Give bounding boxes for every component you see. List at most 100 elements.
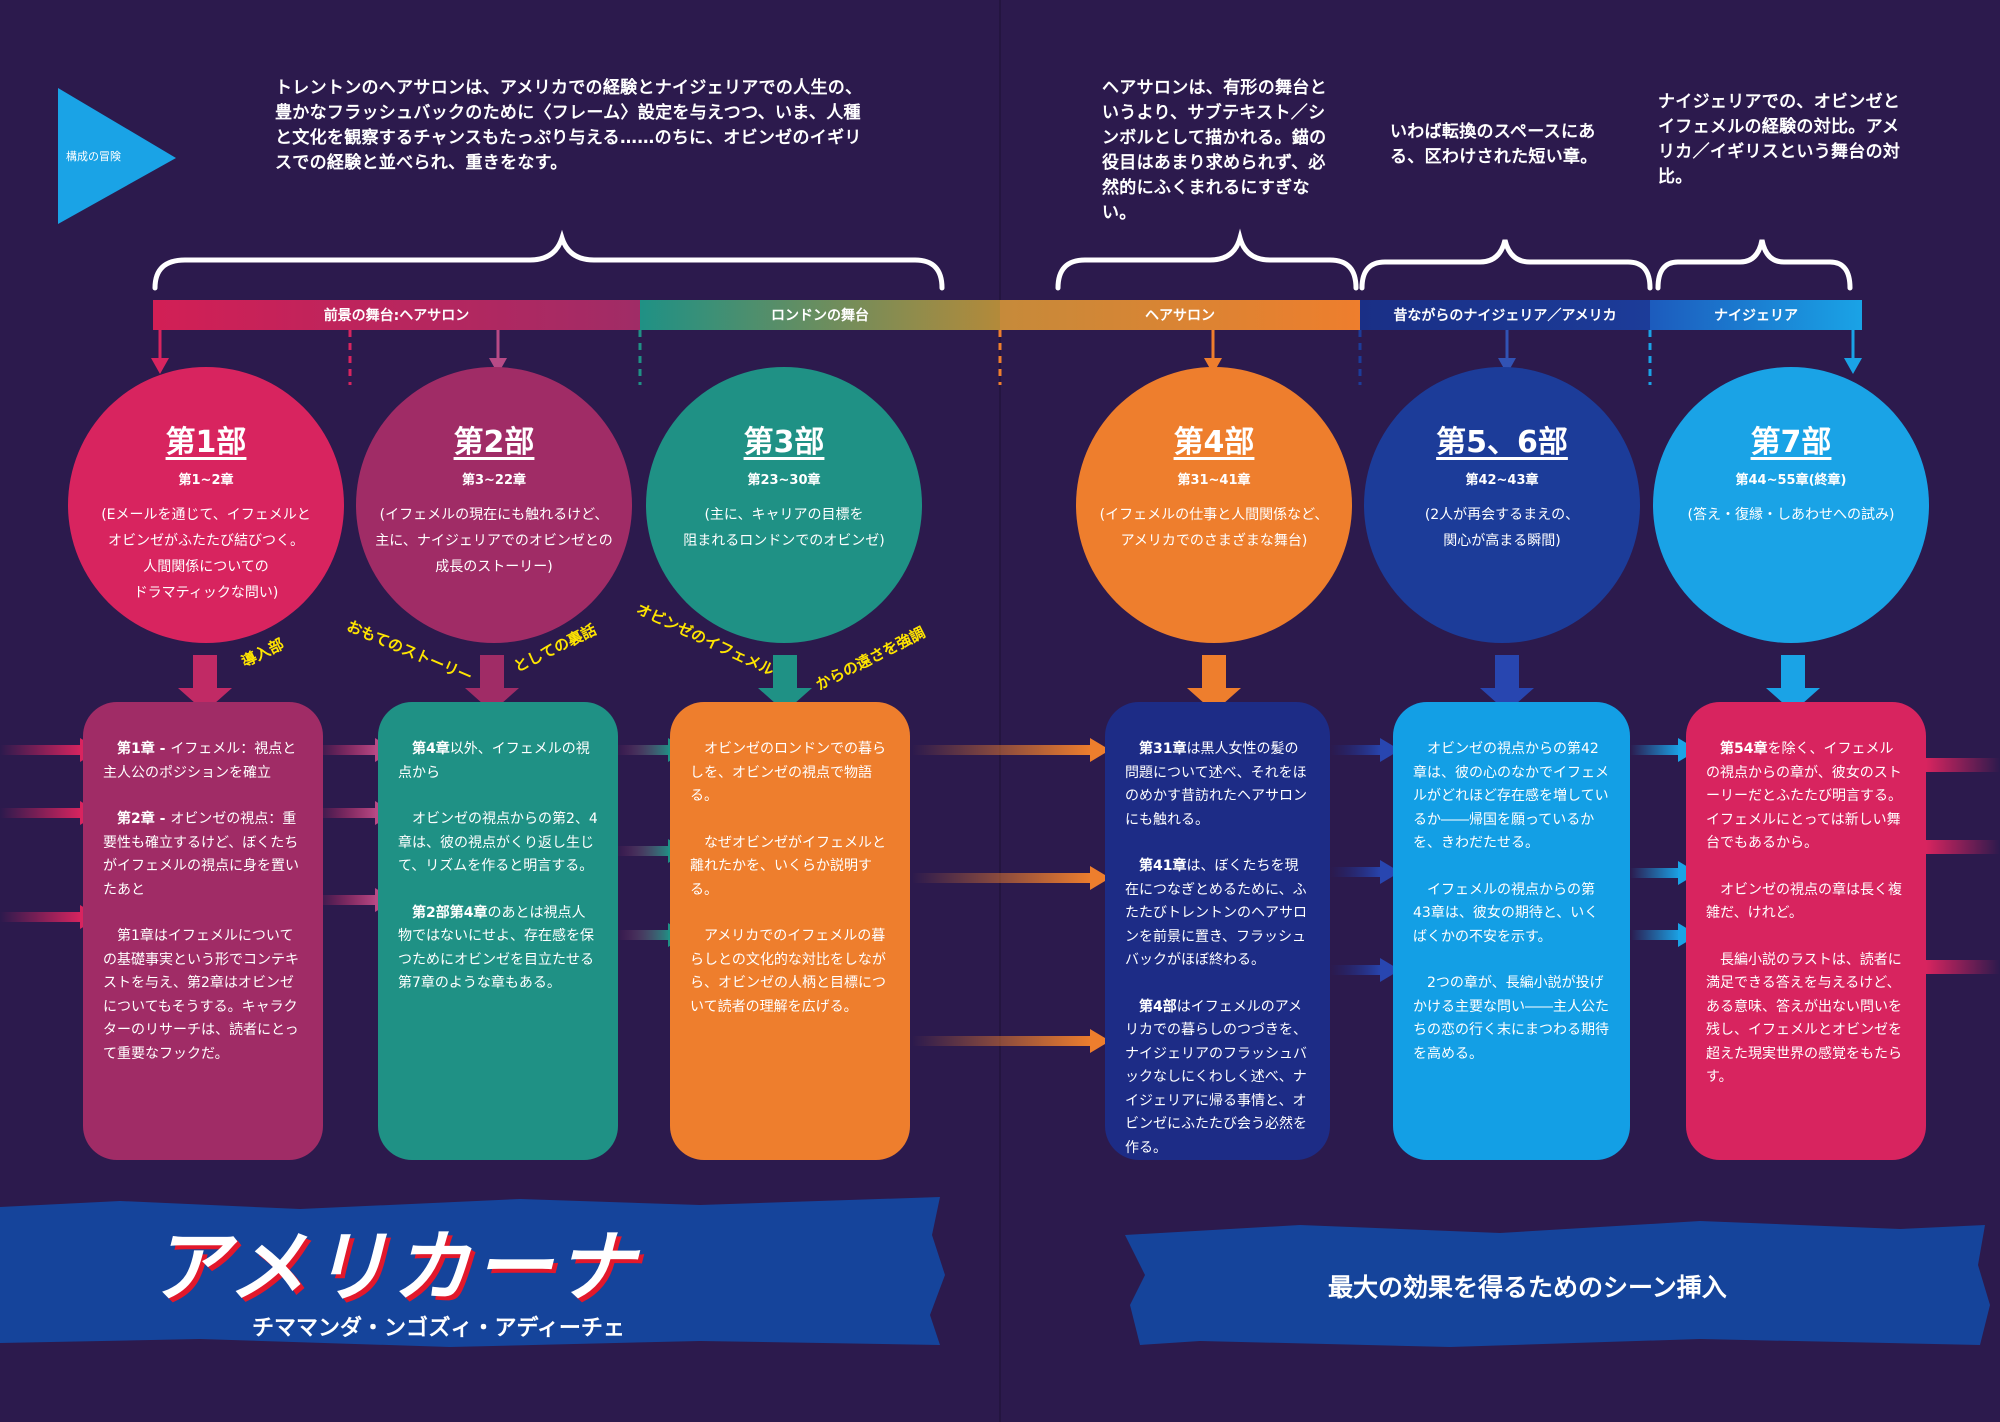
- part-title-2: 第2部: [453, 425, 535, 460]
- box-7-line-1: 第54章を除く、イフェメルの視点からの章が、彼女のストーリーだとふたたび明言する…: [1706, 738, 1906, 856]
- box-3-line-1-text: オビンゼのロンドンでの暮らしを、オビンゼの視点で物語る。: [690, 741, 886, 804]
- part-desc-4: (イフェメルの仕事と人間関係など、 アメリカでのさまざまな舞台): [1099, 507, 1329, 549]
- bar-segment-nigeria-america: 昔ながらのナイジェリア／アメリカ: [1360, 300, 1650, 330]
- bar-label-nigeria: ナイジェリア: [1714, 308, 1798, 324]
- box-3-line-1: オビンゼのロンドンでの暮らしを、オビンゼの視点で物語る。: [690, 738, 890, 809]
- part-desc-2: (イフェメルの現在にも触れるけど、 主に、ナイジェリアでのオビンゼとの 成長のス…: [375, 507, 613, 575]
- box-4-line-2: 第41章は、ぼくたちを現在につなぎとめるために、ふたたびトレントンのヘアサロンを…: [1125, 855, 1310, 973]
- box-7-line-1-text: を除く、イフェメルの視点からの章が、彼女のストーリーだとふたたび明言する。イフェ…: [1706, 741, 1902, 851]
- box-4-line-1-head: 第31章: [1139, 741, 1187, 757]
- box-4-line-3-text: はイフェメルのアメリカでの暮らしのつづきを、ナイジェリアのフラッシュバックなしに…: [1125, 998, 1307, 1156]
- intro-text-4: ナイジェリアでの、オビンゼとイフェメルの経験の対比。アメリカ／イギリスという舞台…: [1658, 92, 1901, 187]
- box-3-line-2-text: なぜオビンゼがイフェメルと離れたかを、いくらか説明する。: [690, 834, 886, 898]
- part-title-7: 第7部: [1750, 425, 1832, 460]
- detail-box-4: 第31章は黒人女性の髪の問題について述べ、それをほのめかす昔訪れたヘアサロンにも…: [1105, 702, 1330, 1160]
- box-2-line-1-head: 第4章: [412, 741, 450, 757]
- box-4-line-2-head: 第41章: [1139, 858, 1187, 874]
- part-title-3: 第3部: [743, 425, 825, 460]
- part-chapters-3: 第23~30章: [747, 473, 821, 488]
- box-2-line-2-text: オビンゼの視点からの第2、4章は、彼の視点がくり返し生じて、リズムを作ると明言す…: [398, 811, 598, 874]
- box-5-line-3: 2つの章が、長編小説が投げかける主要な問い――主人公たちの恋の行く末にまつわる期…: [1413, 972, 1610, 1066]
- bar-segment-london: ロンドンの舞台: [640, 300, 1000, 330]
- box-7-line-3-text: 長編小説のラストは、読者に満足できる答えを与えるけど、ある意味、答えが出ない問い…: [1706, 951, 1902, 1086]
- box-1-line-1: 第1章 - イフェメル：視点と主人公のポジションを確立: [103, 738, 303, 785]
- detail-box-3: オビンゼのロンドンでの暮らしを、オビンゼの視点で物語る。 なぜオビンゼがイフェメ…: [670, 702, 910, 1160]
- bar-segment-salon: 前景の舞台:ヘアサロン: [153, 300, 640, 330]
- part-circle-5-6: 第5、6部 第42~43章 (2人が再会するまえの、 関心が高まる瞬間): [1364, 367, 1640, 643]
- box-1-line-1-text: イフェメル：視点と主人公のポジションを確立: [103, 741, 297, 781]
- part-desc-5-6: (2人が再会するまえの、 関心が高まる瞬間): [1424, 507, 1580, 549]
- bar-connector-layer: [151, 330, 1862, 385]
- box-5-line-3-text: 2つの章が、長編小説が投げかける主要な問い――主人公たちの恋の行く末にまつわる期…: [1413, 975, 1609, 1062]
- book-author: チママンダ・ンゴズィ・アディーチェ: [252, 1316, 625, 1341]
- box-7-line-3: 長編小説のラストは、読者に満足できる答えを与えるけど、ある意味、答えが出ない問い…: [1706, 949, 1906, 1090]
- detail-box-1: 第1章 - イフェメル：視点と主人公のポジションを確立 第2章 - オビンゼの視…: [83, 702, 323, 1160]
- box-7-line-1-head: 第54章: [1720, 741, 1768, 757]
- footer-band-right: [1125, 1221, 1990, 1347]
- bar-label-nigeria-america: 昔ながらのナイジェリア／アメリカ: [1393, 308, 1617, 324]
- bar-segment-nigeria: ナイジェリア: [1650, 300, 1862, 330]
- detail-box-7: 第54章を除く、イフェメルの視点からの章が、彼女のストーリーだとふたたび明言する…: [1686, 702, 1926, 1160]
- box-1-line-2: 第2章 - オビンゼの視点：重要性も確立するけど、ぼくたちがイフェメルの視点に身…: [103, 808, 303, 902]
- box-1-line-2-text: オビンゼの視点：重要性も確立するけど、ぼくたちがイフェメルの視点に身を置いたあと: [103, 811, 299, 898]
- box-1-line-3: 第1章はイフェメルについての基礎事実という形でコンテキストを与え、第2章はオビン…: [103, 925, 303, 1066]
- part-chapters-4: 第31~41章: [1177, 473, 1251, 488]
- detail-box-2: 第4章以外、イフェメルの視点から オビンゼの視点からの第2、4章は、彼の視点がく…: [378, 702, 618, 1160]
- part-title-4: 第4部: [1173, 425, 1255, 460]
- box-3-line-3-text: アメリカでのイフェメルの暮らしとの文化的な対比をしながら、オビンゼの人柄と目標に…: [690, 928, 886, 1015]
- box-5-line-1-text: オビンゼの視点からの第42章は、彼の心のなかでイフェメルがどれほど存在感を増して…: [1413, 741, 1609, 851]
- brace-2: [1055, 228, 1359, 291]
- box-4-line-3-head: 第4部: [1139, 998, 1177, 1015]
- brace-1: [152, 229, 945, 291]
- box-3-line-3: アメリカでのイフェメルの暮らしとの文化的な対比をしながら、オビンゼの人柄と目標に…: [690, 925, 890, 1019]
- part-circle-1: 第1部 第1~2章 (Eメールを通じて、イフェメルと オビンゼがふたたび結びつく…: [68, 367, 344, 643]
- part-desc-7: (答え・復縁・しあわせへの試み): [1687, 507, 1895, 523]
- part-circle-7: 第7部 第44~55章(終章) (答え・復縁・しあわせへの試み): [1653, 367, 1929, 643]
- box-2-line-2: オビンゼの視点からの第2、4章は、彼の視点がくり返し生じて、リズムを作ると明言す…: [398, 808, 598, 879]
- box-2-line-1: 第4章以外、イフェメルの視点から: [398, 738, 598, 785]
- box-1-line-1-head: 第1章 -: [117, 741, 171, 757]
- bar-segment-salon-2: ヘアサロン: [1000, 300, 1360, 330]
- book-title-logo: アメリカーナ: [150, 1205, 710, 1317]
- part-desc-3: (主に、キャリアの目標を 阻まれるロンドンでのオビンゼ): [683, 507, 885, 549]
- box-5-line-2-text: イフェメルの視点からの第43章は、彼女の期待と、いくばくかの不安を示す。: [1413, 881, 1599, 945]
- box-7-line-2: オビンゼの視点の章は長く複雑だ、けれど。: [1706, 879, 1906, 926]
- section-subtitle: 最大の効果を得るためのシーン挿入: [1328, 1273, 1727, 1302]
- intro-text-3: いわば転換のスペースにある、区わけされた短い章。: [1390, 122, 1598, 167]
- intro-triangle-icon: [58, 88, 176, 224]
- brace-layer: [152, 228, 1853, 291]
- bar-label-salon: 前景の舞台:ヘアサロン: [323, 308, 470, 324]
- box-3-line-2: なぜオビンゼがイフェメルと離れたかを、いくらか説明する。: [690, 832, 890, 903]
- part-chapters-2: 第3~22章: [461, 473, 527, 488]
- box-1-line-3-text: 第1章はイフェメルについての基礎事実という形でコンテキストを与え、第2章はオビン…: [103, 928, 299, 1062]
- footer-band-layer: [0, 1197, 1990, 1347]
- intro-text-1: トレントンのヘアサロンは、アメリカでの経験とナイジェリアでの人生の、豊かなフラッ…: [275, 78, 863, 173]
- brace-3: [1359, 239, 1653, 291]
- part-title-5-6: 第5、6部: [1436, 425, 1568, 460]
- part-chapters-1: 第1~2章: [178, 473, 234, 488]
- detail-box-5-6: オビンゼの視点からの第42章は、彼の心のなかでイフェメルがどれほど存在感を増して…: [1393, 702, 1630, 1160]
- box-7-line-2-text: オビンゼの視点の章は長く複雑だ、けれど。: [1706, 881, 1902, 922]
- part-desc-1: (Eメールを通じて、イフェメルと オビンゼがふたたび結びつく。 人間関係について…: [101, 507, 311, 601]
- book-title: アメリカーナ: [150, 1223, 639, 1313]
- box-5-line-2: イフェメルの視点からの第43章は、彼女の期待と、いくばくかの不安を示す。: [1413, 879, 1610, 950]
- intro-text-2: ヘアサロンは、有形の舞台というより、サブテキスト／シンボルとして描かれる。錨の役…: [1102, 78, 1327, 223]
- box-4-line-1-text: は黒人女性の髪の問題について述べ、それをほのめかす昔訪れたヘアサロンにも触れる。: [1125, 741, 1307, 828]
- box-2-line-1-text: 以外、イフェメルの視点から: [398, 741, 590, 781]
- box-2-line-3: 第2部第4章のあとは視点人物ではないにせよ、存在感を保つためにオビンゼを目立たせ…: [398, 902, 598, 996]
- box-2-line-3-text: のあとは視点人物ではないにせよ、存在感を保つためにオビンゼを目立たせる第7章のよ…: [398, 904, 594, 992]
- box-2-line-3-head: 第2部第4章: [412, 904, 488, 921]
- box-4-line-3: 第4部はイフェメルのアメリカでの暮らしのつづきを、ナイジェリアのフラッシュバック…: [1125, 996, 1310, 1161]
- part-circle-3: 第3部 第23~30章 (主に、キャリアの目標を 阻まれるロンドンでのオビンゼ): [646, 367, 922, 643]
- part-circle-4: 第4部 第31~41章 (イフェメルの仕事と人間関係など、 アメリカでのさまざま…: [1076, 367, 1352, 643]
- part-circle-2: 第2部 第3~22章 (イフェメルの現在にも触れるけど、 主に、ナイジェリアでの…: [356, 367, 632, 643]
- bar-label-salon-2: ヘアサロン: [1145, 308, 1215, 324]
- footer-band-left: [0, 1197, 945, 1347]
- part-chapters-7: 第44~55章(終章): [1735, 473, 1847, 488]
- box-4-line-2-text: は、ぼくたちを現在につなぎとめるために、ふたたびトレントンのヘアサロンを前景に置…: [1125, 858, 1307, 968]
- brace-4: [1655, 239, 1853, 291]
- bar-label-london: ロンドンの舞台: [771, 308, 869, 324]
- part-title-1: 第1部: [165, 425, 247, 460]
- box-5-line-1: オビンゼの視点からの第42章は、彼の心のなかでイフェメルがどれほど存在感を増して…: [1413, 738, 1610, 856]
- box-4-line-1: 第31章は黒人女性の髪の問題について述べ、それをほのめかす昔訪れたヘアサロンにも…: [1125, 738, 1310, 832]
